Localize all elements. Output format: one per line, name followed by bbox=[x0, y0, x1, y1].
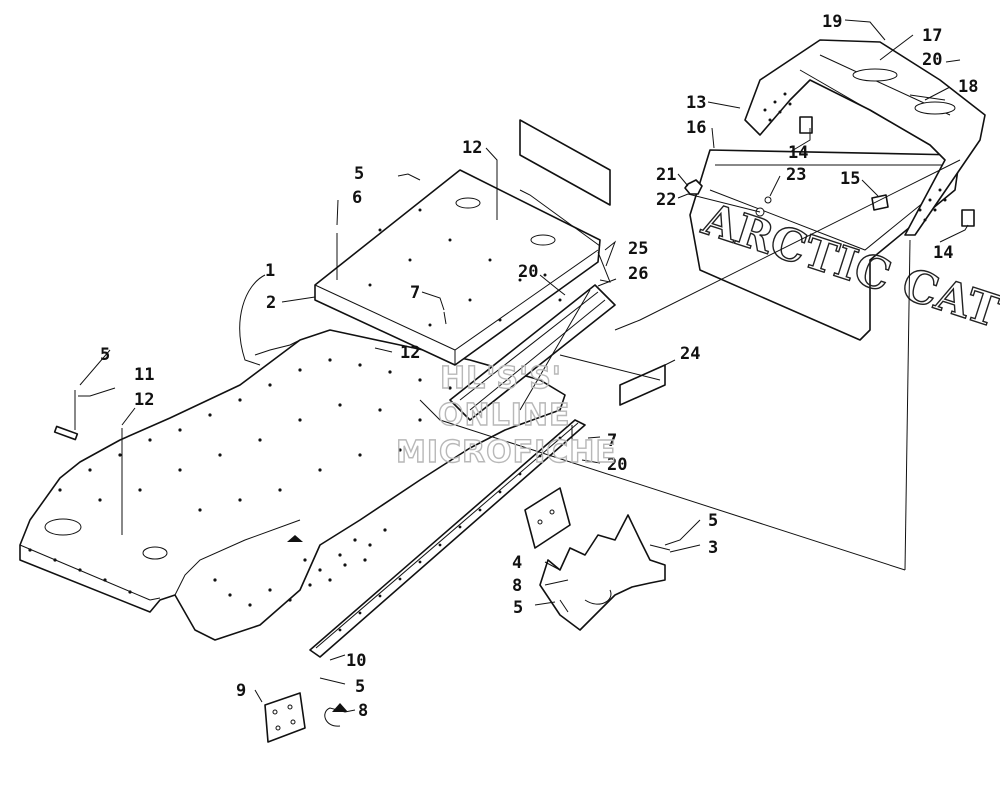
decal-24 bbox=[619, 364, 666, 406]
callout-20b: 20 bbox=[518, 262, 538, 282]
callout-26: 26 bbox=[628, 264, 648, 284]
callout-15: 15 bbox=[840, 169, 860, 189]
callout-3: 3 bbox=[708, 538, 718, 558]
callout-23: 23 bbox=[786, 165, 806, 185]
callout-22: 22 bbox=[656, 190, 676, 210]
callout-17: 17 bbox=[922, 26, 942, 46]
callout-7a: 7 bbox=[410, 283, 420, 303]
callout-5b: 5 bbox=[100, 345, 110, 365]
decal-25 bbox=[519, 119, 611, 206]
callout-4: 4 bbox=[512, 553, 522, 573]
callout-16: 16 bbox=[686, 118, 706, 138]
callout-19: 19 bbox=[822, 12, 842, 32]
callout-5c: 5 bbox=[708, 511, 718, 531]
upper-panel bbox=[314, 169, 601, 366]
callout-6: 6 bbox=[352, 188, 362, 208]
screws bbox=[53, 190, 671, 613]
callout-14b: 14 bbox=[933, 243, 953, 263]
callout-13: 13 bbox=[686, 93, 706, 113]
callout-20c: 20 bbox=[607, 455, 627, 475]
bracket-plate-4 bbox=[524, 487, 571, 549]
callout-8b: 8 bbox=[358, 701, 368, 721]
callout-14a: 14 bbox=[788, 143, 808, 163]
toothed-plate-3 bbox=[539, 514, 666, 631]
tunnel-panel bbox=[19, 329, 566, 641]
callouts: 1 2 3 4 5 5 5 5 5 6 7 7 8 8 9 10 11 12 1… bbox=[100, 12, 978, 721]
callout-12a: 12 bbox=[462, 138, 482, 158]
callout-7b: 7 bbox=[607, 431, 617, 451]
callout-21: 21 bbox=[656, 165, 676, 185]
callout-2: 2 bbox=[266, 293, 276, 313]
callout-10: 10 bbox=[346, 651, 366, 671]
plate-9 bbox=[264, 692, 306, 743]
callout-1: 1 bbox=[265, 261, 275, 281]
watermark: HL'S'S' ONLINE MICROFICHE bbox=[395, 360, 617, 470]
callout-11: 11 bbox=[134, 365, 154, 385]
long-rail-10 bbox=[309, 419, 586, 658]
rear-bumper bbox=[744, 39, 986, 236]
callout-20a: 20 bbox=[922, 50, 942, 70]
callout-12c: 12 bbox=[134, 390, 154, 410]
callout-18: 18 bbox=[958, 77, 978, 97]
callout-5a: 5 bbox=[354, 164, 364, 184]
callout-24: 24 bbox=[680, 344, 700, 364]
callout-9: 9 bbox=[236, 681, 246, 701]
callout-12b: 12 bbox=[400, 343, 420, 363]
leader-lines bbox=[78, 19, 969, 727]
watermark-line-3: MICROFICHE bbox=[396, 435, 617, 470]
watermark-line-2: ONLINE bbox=[438, 398, 571, 433]
callout-8a: 8 bbox=[512, 576, 522, 596]
callout-5d: 5 bbox=[513, 598, 523, 618]
callout-5e: 5 bbox=[355, 677, 365, 697]
watermark-line-1: HL'S'S' bbox=[440, 361, 562, 396]
callout-25: 25 bbox=[628, 239, 648, 259]
